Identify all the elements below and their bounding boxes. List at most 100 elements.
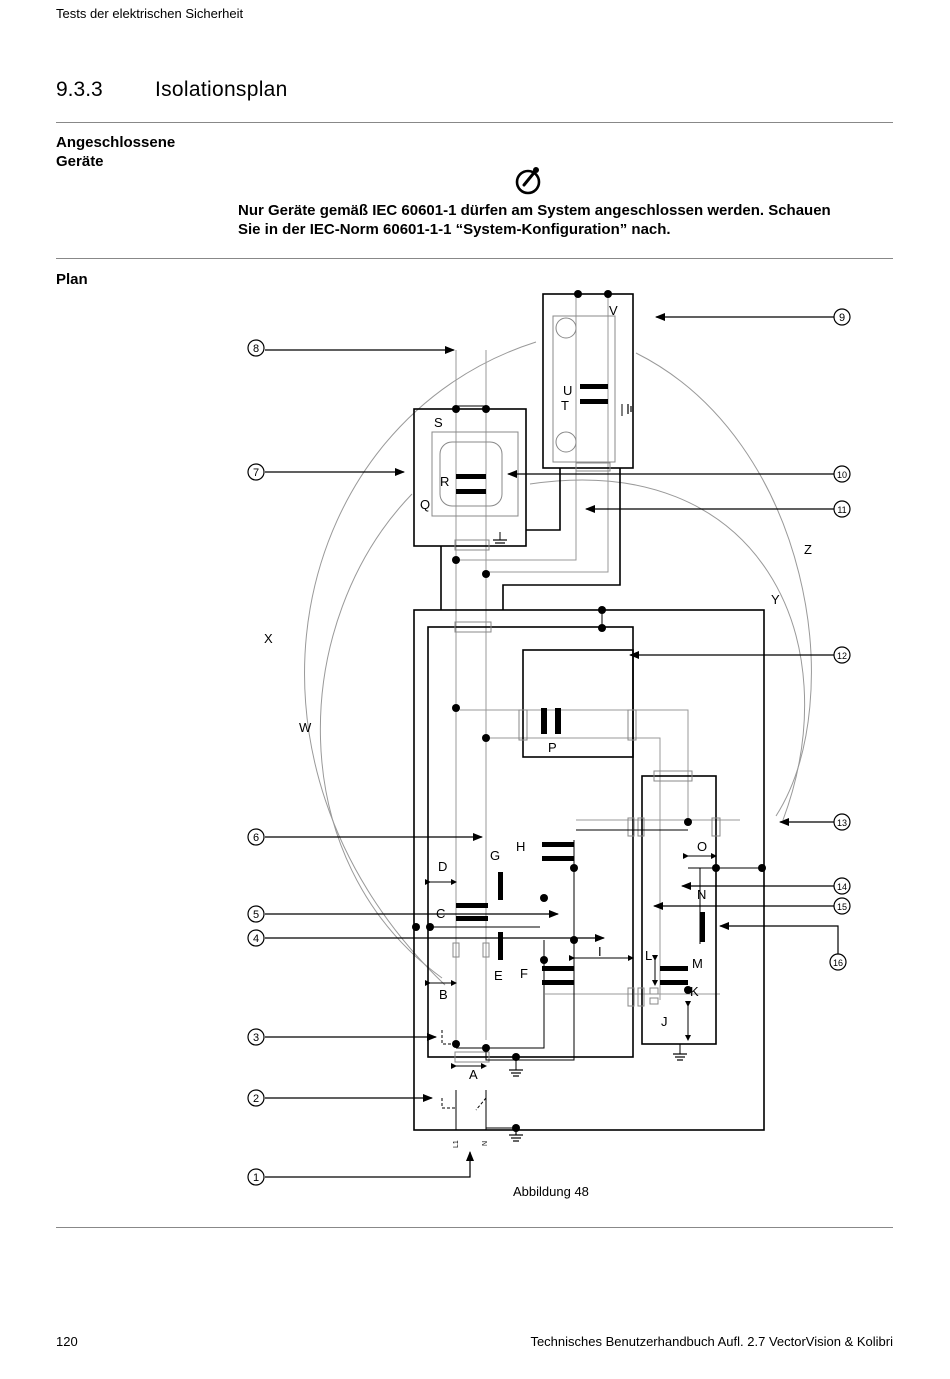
- callout-circle: [833, 897, 851, 915]
- label-h: H: [516, 839, 525, 854]
- fuse: [518, 709, 528, 741]
- transformer-core: [541, 708, 547, 734]
- junction-dot: [452, 405, 460, 413]
- device-v-knob: [555, 431, 577, 453]
- callout-number: 13: [837, 818, 847, 828]
- capacitor-plate: [542, 842, 574, 847]
- fuse: [454, 1051, 490, 1063]
- label-l: L: [645, 948, 652, 963]
- junction-dot: [512, 1053, 520, 1061]
- section-title: Isolationsplan: [155, 78, 288, 101]
- callout-circle: [829, 953, 847, 971]
- label-j: J: [661, 1014, 668, 1029]
- fuse: [454, 539, 490, 551]
- label-z: Z: [804, 542, 812, 557]
- callout-number: 11: [837, 505, 846, 515]
- callout-number: 14: [837, 882, 847, 892]
- label-u: U: [563, 383, 572, 398]
- document-title: Technisches Benutzerhandbuch Aufl. 2.7 V…: [530, 1334, 893, 1349]
- callout-arrow: [265, 1151, 474, 1178]
- capacitor-plate: [542, 856, 574, 861]
- isolation-gray-line: [460, 709, 689, 822]
- capacitor-plate: [700, 912, 705, 942]
- terminal-n: N: [482, 1141, 489, 1146]
- callout-number: 6: [253, 832, 259, 844]
- running-header: Tests der elektrischen Sicherheit: [56, 6, 244, 21]
- label-p: P: [548, 740, 557, 755]
- plan-label: Plan: [56, 271, 88, 288]
- label-i: I: [598, 944, 602, 959]
- terminal-l1: L1: [453, 1140, 460, 1148]
- callout-circle: [833, 813, 851, 831]
- junction-dot: [570, 864, 578, 872]
- connected-devices-label-line1: Angeschlossene: [56, 134, 176, 151]
- junction-dot: [512, 1124, 520, 1132]
- isolation-arc-z: [635, 352, 812, 817]
- junction-dot: [482, 405, 490, 413]
- device-v-inner-frame: [552, 315, 616, 463]
- fuse: [627, 817, 635, 837]
- device-v-knob: [555, 317, 577, 339]
- label-w: W: [299, 720, 312, 735]
- junction-dot: [412, 923, 420, 931]
- fuse: [637, 817, 645, 837]
- junction-dot: [598, 606, 606, 614]
- cable: [526, 468, 561, 531]
- callout-number: 9: [839, 312, 845, 324]
- switch: [441, 1098, 456, 1109]
- divider: [56, 122, 893, 123]
- isolation-gray-line: [486, 737, 661, 1000]
- label-v: V: [609, 303, 618, 318]
- device-s-enclosure: [413, 408, 527, 547]
- callout-circle: [247, 905, 265, 923]
- fuse: [653, 770, 693, 782]
- capacitor-plate: [542, 966, 574, 971]
- capacitor-plate: [498, 872, 503, 900]
- fuse: [711, 817, 721, 837]
- junction-dot: [540, 894, 548, 902]
- callout-circle: [247, 929, 265, 947]
- capacitor-plate: [542, 980, 574, 985]
- callout-number: 8: [253, 343, 259, 355]
- page-number: 120: [56, 1334, 78, 1349]
- label-x: X: [264, 631, 273, 646]
- junction-dot: [540, 956, 548, 964]
- junction-dot: [604, 290, 612, 298]
- fuse: [454, 621, 492, 633]
- transformer-core: [555, 708, 561, 734]
- device-s-display: [439, 441, 503, 507]
- wire: [485, 840, 575, 1061]
- label-n: N: [697, 887, 706, 902]
- capacitor-plate: [660, 966, 688, 971]
- junction-dot: [482, 734, 490, 742]
- capacitor-plate: [498, 932, 503, 960]
- callout-circle: [833, 877, 851, 895]
- isolation-gray-line: [456, 294, 577, 561]
- callout-number: 12: [837, 651, 847, 661]
- ground-symbol: [509, 1069, 523, 1077]
- callout-number: 10: [837, 470, 847, 480]
- capacitor-plate: [580, 399, 608, 404]
- callout-number: 1: [253, 1172, 259, 1184]
- label-k: K: [690, 984, 699, 999]
- callout-number: 2: [253, 1093, 259, 1105]
- figure-caption: Abbildung 48: [513, 1184, 589, 1199]
- device-v-enclosure: [542, 293, 634, 469]
- label-r: R: [440, 474, 449, 489]
- fuse: [649, 997, 659, 1005]
- junction-dot: [574, 290, 582, 298]
- isolation-arc-x: [304, 341, 537, 986]
- junction-dot: [758, 864, 766, 872]
- transformer-enclosure: [522, 649, 634, 758]
- label-m: M: [692, 956, 703, 971]
- capacitor-plate: [456, 903, 488, 908]
- cable: [502, 468, 621, 610]
- isolation-arc-y: [529, 479, 806, 821]
- junction-dot: [712, 864, 720, 872]
- callout-number: 15: [837, 902, 847, 912]
- label-g: G: [490, 848, 500, 863]
- junction-dot: [426, 923, 434, 931]
- callout-number: 16: [833, 958, 843, 968]
- label-d: D: [438, 859, 447, 874]
- junction-dot: [452, 556, 460, 564]
